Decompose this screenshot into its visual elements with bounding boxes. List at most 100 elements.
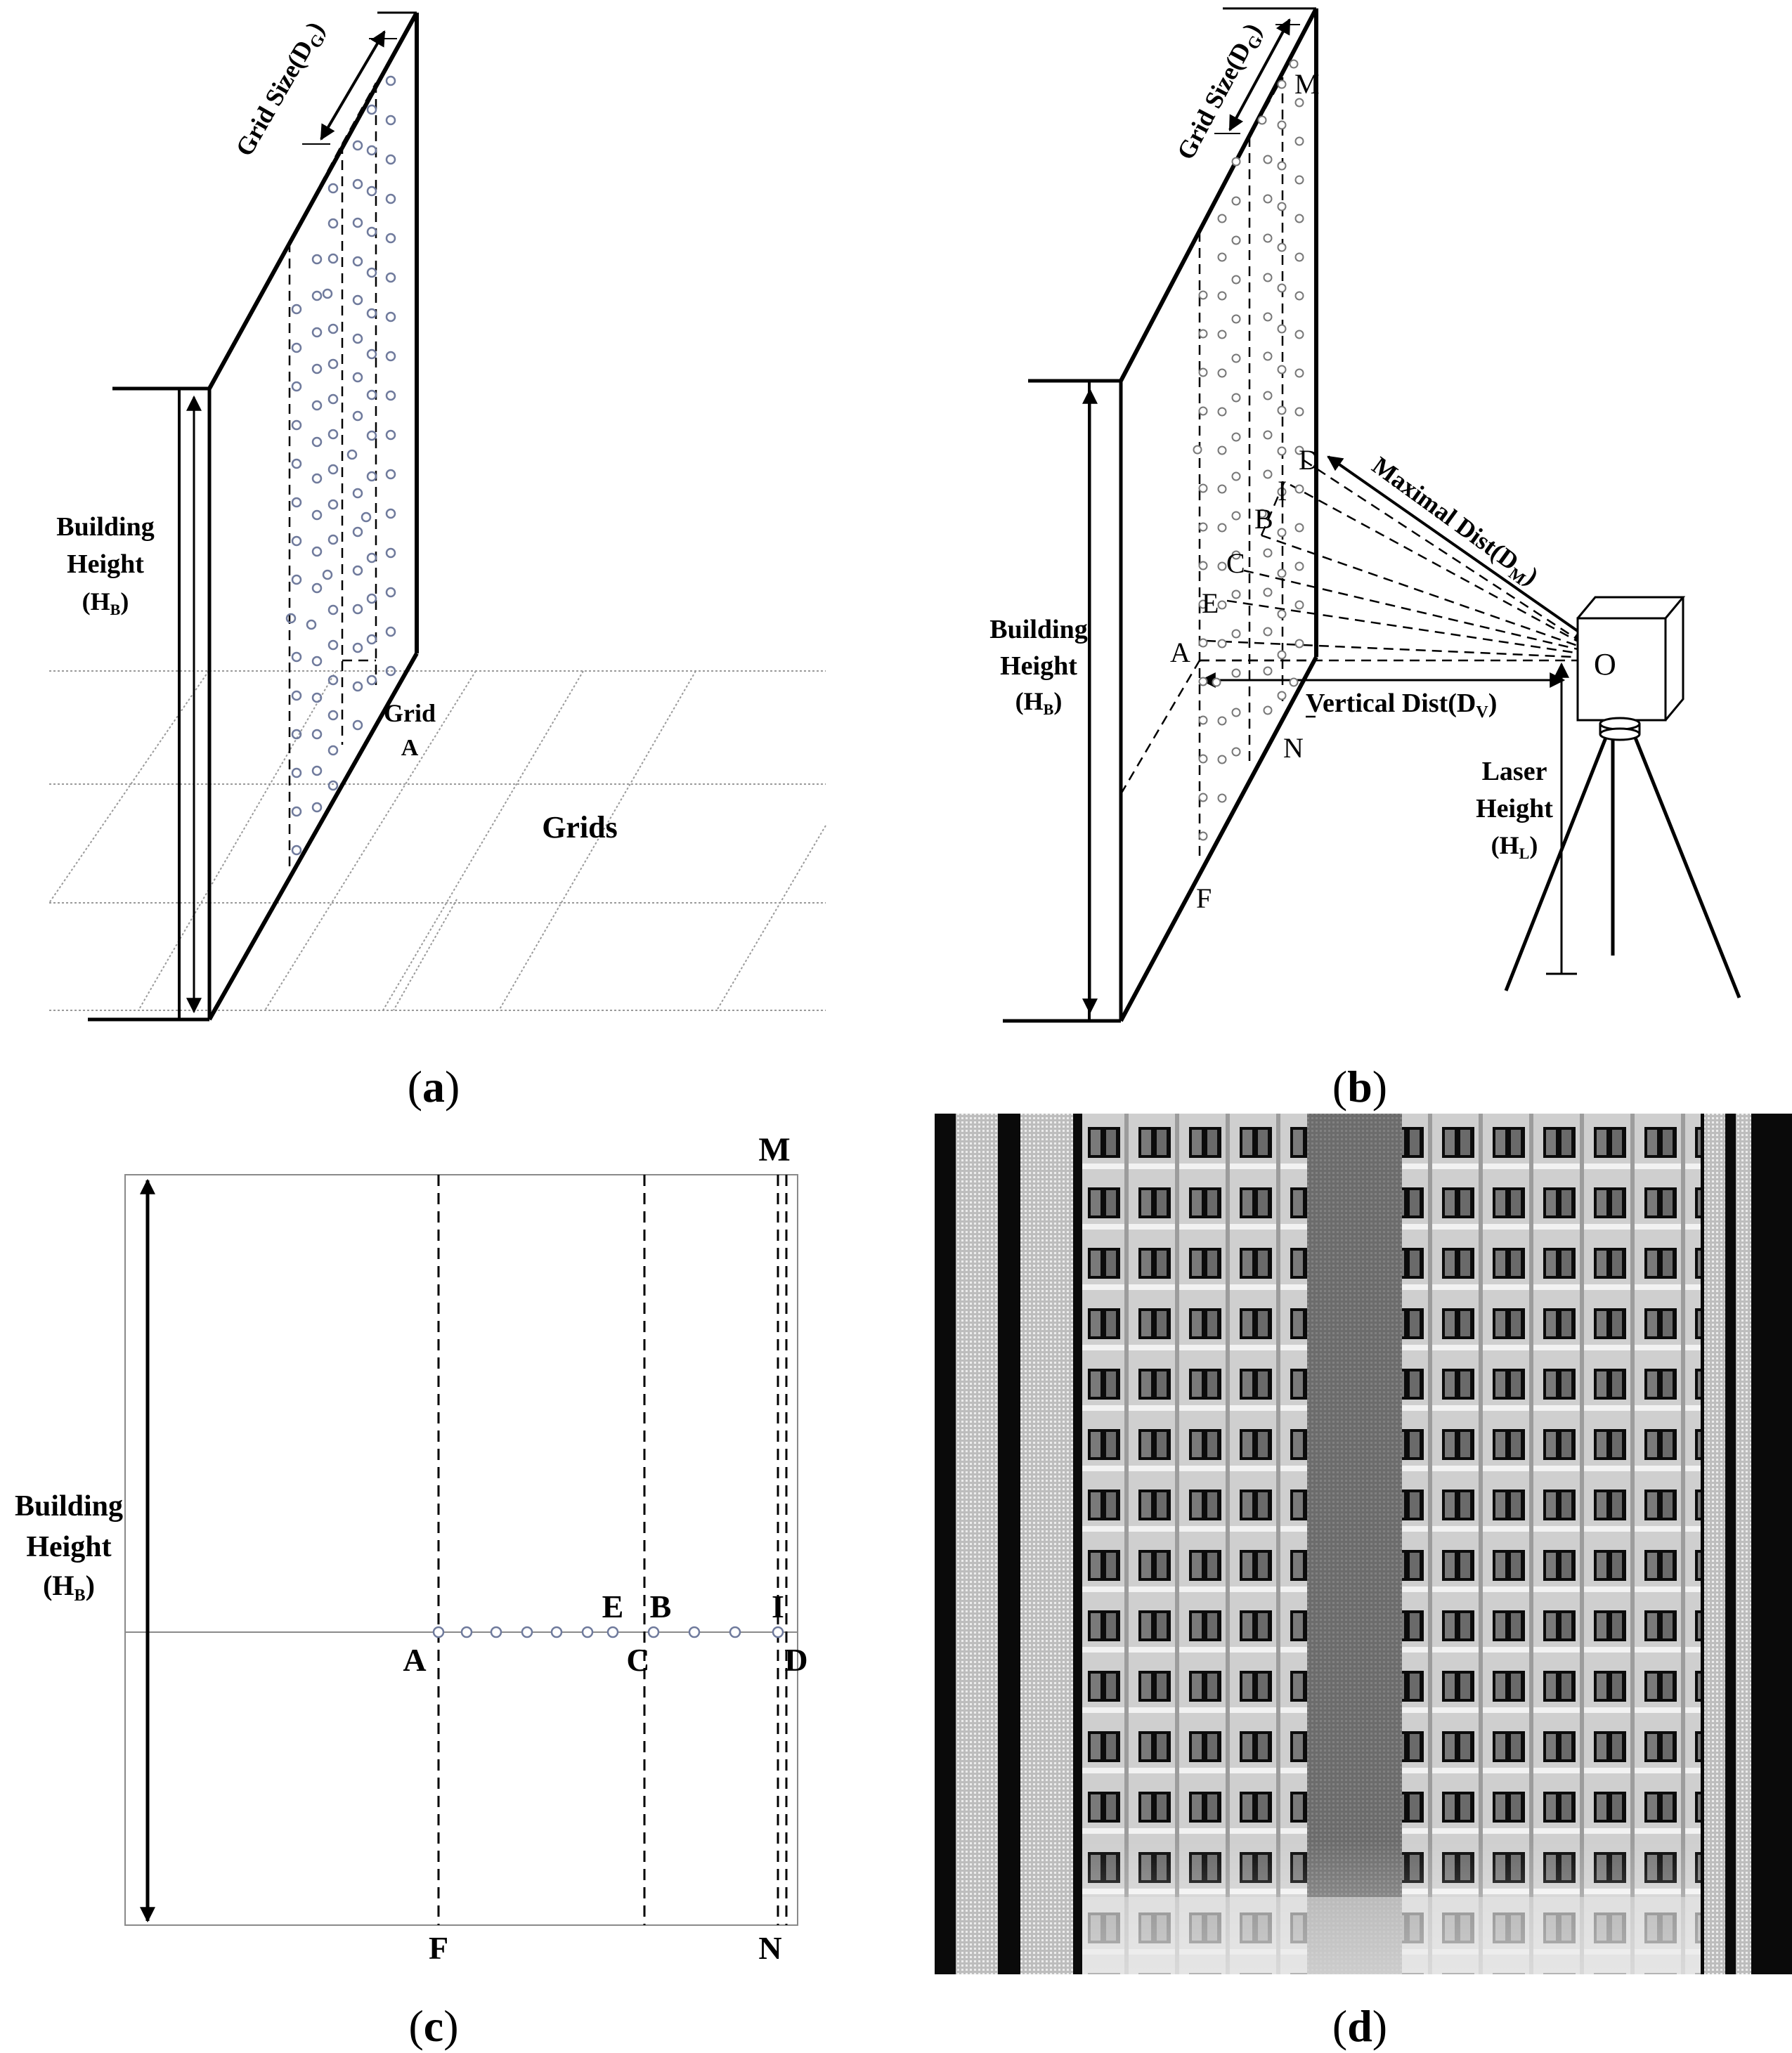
laser-point [1217,445,1227,455]
laser-point [1277,568,1287,578]
laser-point [1217,214,1227,223]
laser-point [352,565,363,576]
laser-point [1217,793,1227,803]
grid-size-arrow [1228,18,1291,131]
building-height-label-2: Height [67,549,144,579]
laser-point [311,254,323,265]
laser-point [1263,705,1273,715]
laser-point [1217,330,1227,339]
laser-point [366,389,377,400]
laser-point [352,681,363,692]
laser-point [352,333,363,344]
laser-point [385,547,396,559]
grid-size-arrow [320,30,386,141]
building-wall [88,11,419,1022]
laser-point [1263,351,1273,361]
laser-point [1277,242,1287,252]
laser-point [327,639,339,651]
laser-point [327,429,339,440]
laser-point [1277,405,1287,415]
laser-point [327,674,339,686]
laser-point [1294,639,1304,649]
laser-point [1263,430,1273,440]
wall-front-view [124,1174,798,1926]
svg-text:Maximal Dist(DM): Maximal Dist(DM) [1365,451,1544,594]
building-height-label-2: Height [26,1531,111,1563]
laser-point [1198,483,1208,493]
laser-point [1212,677,1221,687]
laser-point [1231,550,1241,560]
caption-c: (c) [408,2001,458,2051]
laser-point [291,651,302,663]
laser-point [1217,484,1227,494]
laser-point [311,802,323,813]
laser-point [311,400,323,411]
laser-point [366,267,377,278]
laser-point [352,526,363,537]
laser-point [1294,600,1304,610]
laser-point [361,511,372,523]
laser-point [688,1626,701,1638]
laser-point [1217,716,1227,726]
laser-point [521,1626,533,1638]
laser-height-label: Laser [1482,757,1547,786]
laser-point [291,690,302,701]
laser-point [385,233,396,244]
laser-point [1277,161,1287,171]
laser-point [385,508,396,519]
point-i-label: I [1278,475,1287,507]
laser-point [327,183,339,194]
point-c-label: C [626,1642,649,1678]
laser-point [352,294,363,306]
laser-point [1294,484,1304,494]
laser-point [1198,638,1208,648]
laser-point [291,729,302,740]
laser-point [1231,471,1241,481]
point-d-label: D [1299,444,1319,476]
laser-point [352,372,363,383]
laser-point [1198,367,1208,377]
laser-point [1294,330,1304,339]
building-facade-point-cloud [935,1114,1792,1974]
laser-point [460,1626,473,1638]
laser-point [1294,368,1304,378]
laser-point [550,1626,563,1638]
laser-point [1231,353,1241,363]
laser-point [366,552,377,563]
laser-point [311,765,323,776]
laser-point [1294,214,1304,223]
laser-point [385,390,396,401]
point-e-label: E [602,1589,624,1624]
point-m-label: M [758,1131,790,1168]
building-height-label-2: Height [1000,651,1077,681]
laser-point [1277,446,1287,456]
laser-point [352,488,363,499]
caption-b: (b) [1332,1062,1387,1112]
laser-point [1277,528,1287,537]
laser-point [311,582,323,594]
laser-point [1277,650,1287,660]
laser-point [1277,283,1287,293]
grid-label: Grid [384,699,436,727]
point-a-label: A [1170,637,1190,668]
building-height-label: Building [15,1490,123,1523]
laser-point [1193,445,1202,455]
laser-point [352,410,363,422]
laser-point [1263,391,1273,400]
laser-point [1198,406,1208,416]
laser-point [1198,715,1208,725]
laser-point [385,154,396,165]
laser-points [432,1626,784,1638]
laser-point [1217,561,1227,571]
grid-column-lines [288,82,377,871]
point-c-label: C [1226,547,1245,579]
laser-point [1231,157,1241,167]
point-b-label: B [1254,503,1273,535]
laser-point [1217,600,1227,610]
laser-point [1198,522,1208,532]
laser-point [352,256,363,267]
laser-point [1231,275,1241,285]
laser-point [1257,115,1267,125]
laser-point [647,1626,660,1638]
